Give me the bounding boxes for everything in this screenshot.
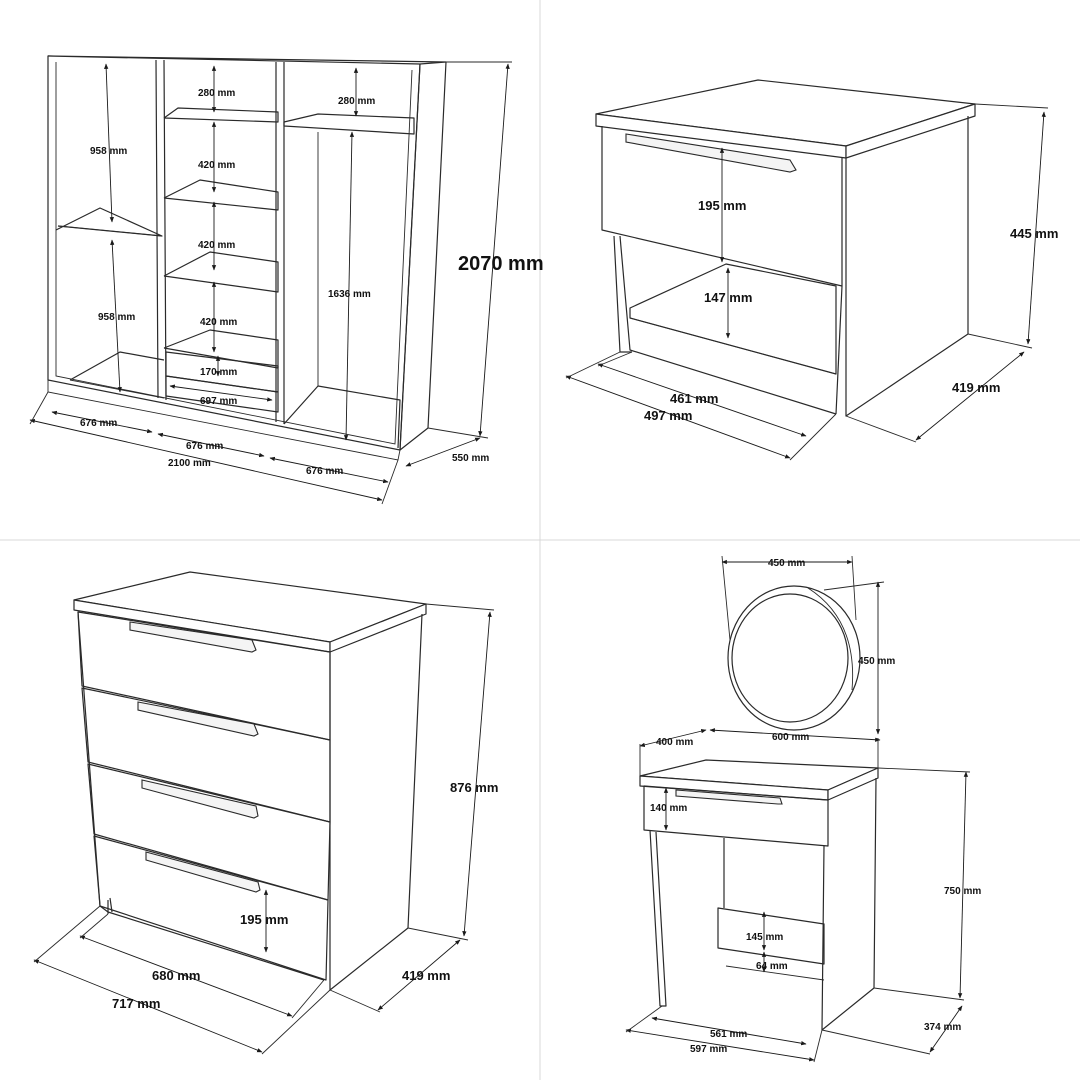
wardrobe-drawer-width-label: 697 mm (200, 396, 237, 407)
vanity-labels: 450 mm 450 mm 400 mm 600 mm 140 mm 750 m… (650, 558, 981, 1055)
vanity-top-depth-label: 400 mm (656, 737, 693, 748)
nightstand-depth-label: 419 mm (952, 380, 1000, 395)
wardrobe-module-width-2-label: 676 mm (186, 441, 223, 452)
wardrobe-center-shelf-3-label: 420 mm (198, 240, 235, 251)
dresser-outer-width-label: 717 mm (112, 996, 160, 1011)
vanity-depth-label: 374 mm (924, 1022, 961, 1033)
wardrobe-left-lower-label: 958 mm (98, 312, 135, 323)
wardrobe-center-shelf-1-label: 280 mm (198, 88, 235, 99)
dresser-depth-label: 419 mm (402, 968, 450, 983)
dresser-labels: 876 mm 195 mm 680 mm 717 mm 419 mm (112, 780, 498, 1011)
wardrobe-depth-label: 550 mm (452, 453, 489, 464)
vanity-drawer-height-label: 140 mm (650, 803, 687, 814)
dresser-inner-width-label: 680 mm (152, 968, 200, 983)
wardrobe-center-shelf-4-label: 420 mm (200, 317, 237, 328)
vanity-mirror-height-label: 450 mm (858, 656, 895, 667)
nightstand-labels: 195 mm 147 mm 445 mm 461 mm 497 mm 419 m… (644, 198, 1058, 423)
wardrobe-total-height-label: 2070 mm (458, 253, 544, 275)
nightstand-drawing (595, 79, 976, 417)
wardrobe-labels: 958 mm 958 mm 280 mm 420 mm 420 mm 420 m… (80, 88, 544, 477)
wardrobe-dimension-lines (29, 61, 512, 505)
dresser-height-label: 876 mm (450, 780, 498, 795)
dresser-drawer-height-label: 195 mm (240, 912, 288, 927)
dresser-drawing (73, 571, 427, 991)
nightstand-dimension-lines (565, 103, 1049, 461)
vanity-inner-width-label: 561 mm (710, 1029, 747, 1040)
vanity-mirror-width-label: 450 mm (768, 558, 805, 569)
vanity-height-label: 750 mm (944, 886, 981, 897)
wardrobe-left-upper-label: 958 mm (90, 146, 127, 157)
wardrobe-module-width-1-label: 676 mm (80, 418, 117, 429)
nightstand-open-shelf-label: 147 mm (704, 290, 752, 305)
vanity-shelf-gap-label: 64 mm (756, 961, 788, 972)
nightstand-outer-width-label: 497 mm (644, 408, 692, 423)
wardrobe-center-shelf-2-label: 420 mm (198, 160, 235, 171)
vanity-drawing (639, 585, 879, 1031)
dresser-dimension-lines (33, 603, 495, 1055)
vanity-top-width-label: 600 mm (772, 732, 809, 743)
nightstand-drawer-height-label: 195 mm (698, 198, 746, 213)
nightstand-height-label: 445 mm (1010, 226, 1058, 241)
wardrobe-module-width-3-label: 676 mm (306, 466, 343, 477)
vanity-shelf-height-label: 145 mm (746, 932, 783, 943)
nightstand-inner-width-label: 461 mm (670, 391, 718, 406)
wardrobe-right-top-label: 280 mm (338, 96, 375, 107)
wardrobe-total-width-label: 2100 mm (168, 458, 211, 469)
wardrobe-drawer-height-label: 170 mm (200, 367, 237, 378)
vanity-dimension-lines (625, 555, 971, 1063)
wardrobe-right-hanging-label: 1636 mm (328, 289, 371, 300)
vanity-outer-width-label: 597 mm (690, 1044, 727, 1055)
